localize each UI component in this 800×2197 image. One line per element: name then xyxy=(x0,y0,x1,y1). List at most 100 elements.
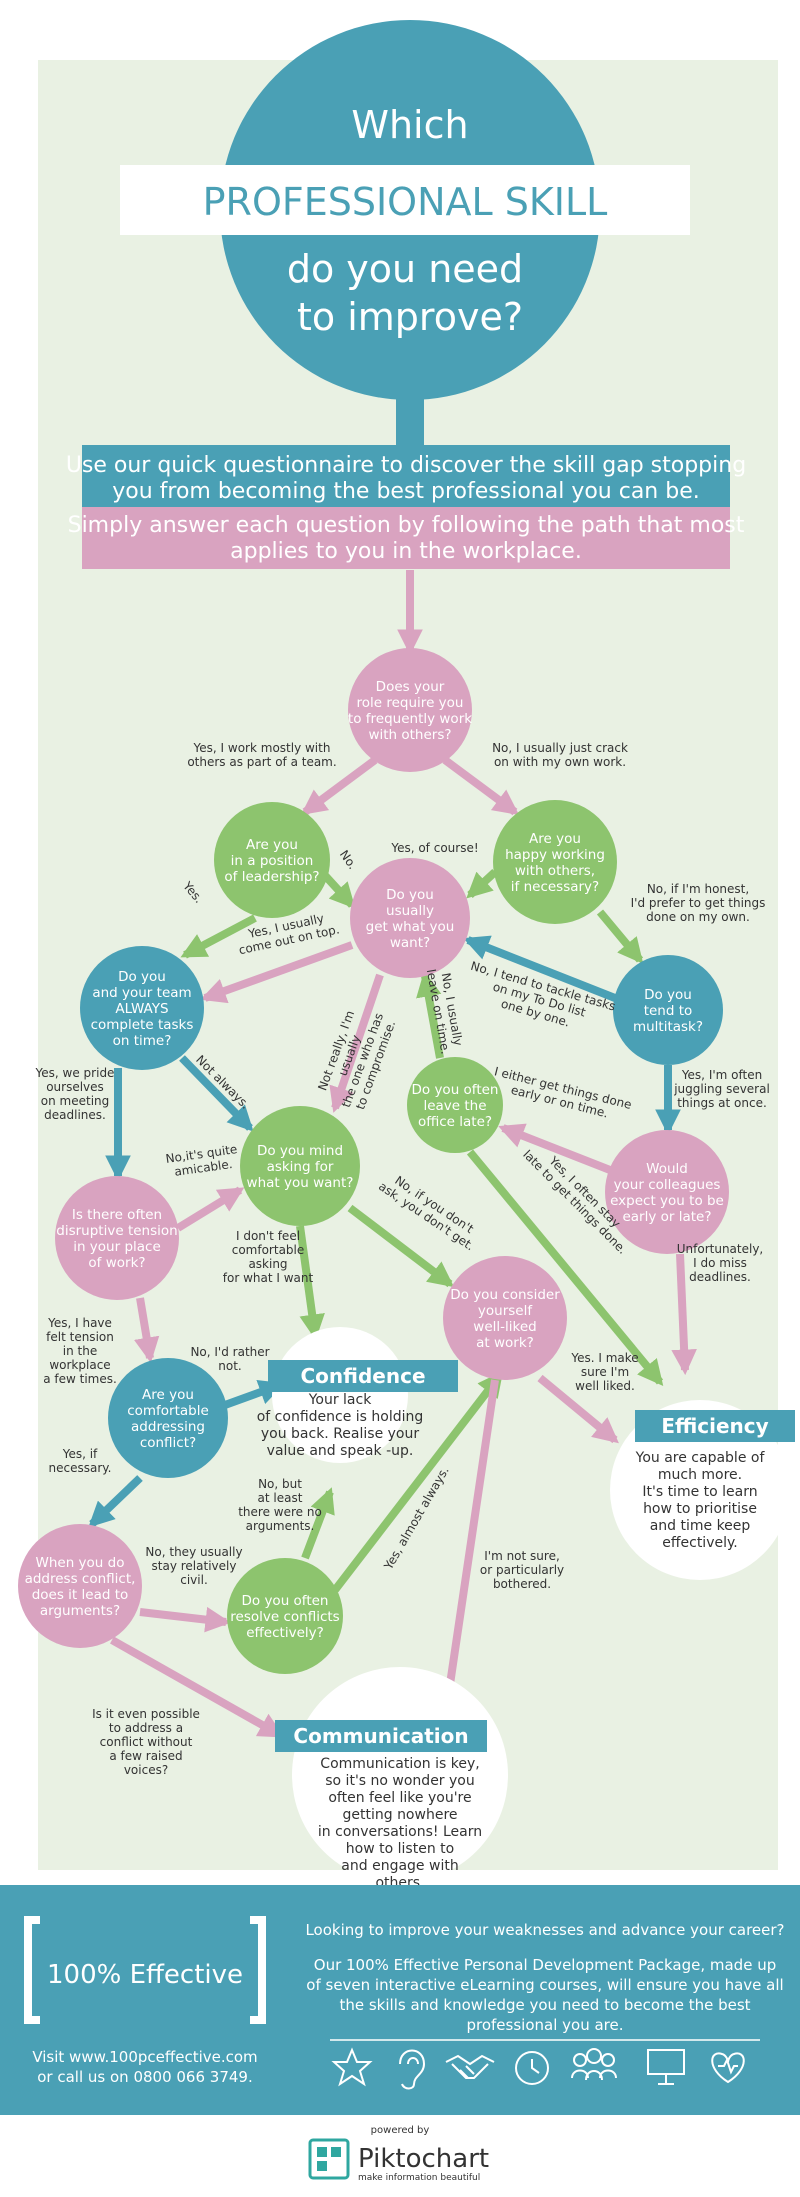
question-text: addressing xyxy=(131,1419,205,1435)
header-highlight-box xyxy=(120,165,690,235)
answer-text: Yes, we pride xyxy=(35,1066,115,1080)
result-title-banner xyxy=(635,1410,795,1442)
question-text: and your team xyxy=(92,985,191,1001)
bracket-right-icon xyxy=(250,1916,266,2024)
question-text: in your place xyxy=(73,1239,161,1255)
result-title-banner xyxy=(275,1720,487,1752)
question-text: Do you xyxy=(644,987,692,1003)
question-text: of work? xyxy=(88,1255,145,1271)
question-text: Are you xyxy=(142,1387,194,1403)
result-text: how to listen to xyxy=(346,1841,454,1857)
connector-arrow xyxy=(537,1374,619,1444)
header-line-3: do you need xyxy=(287,247,523,291)
question-text: what you want? xyxy=(247,1175,354,1191)
result-text: and time keep xyxy=(650,1518,751,1534)
connector-arrow xyxy=(347,1204,455,1288)
answer-text: Yes, I have xyxy=(47,1316,112,1330)
question-text: role require you xyxy=(357,695,464,711)
credit-name: Piktochart xyxy=(358,2144,489,2174)
answer-text: I'd prefer to get things xyxy=(631,896,766,910)
question-text: comfortable xyxy=(127,1403,209,1419)
question-text: Are you xyxy=(246,837,298,853)
intro-teal-line-2: you from becoming the best professional … xyxy=(112,479,700,504)
ear-icon xyxy=(399,2049,426,2090)
intro-pink-line-1: Simply answer each question by following… xyxy=(68,513,745,538)
answer-text: a few times. xyxy=(43,1372,117,1386)
connector-arrow xyxy=(596,909,644,964)
answer-text: things at once. xyxy=(677,1096,767,1110)
question-text: happy working xyxy=(505,847,605,863)
answer-text: on meeting xyxy=(41,1094,109,1108)
answer-text: at least xyxy=(258,1491,303,1505)
answer-text: Yes, of course! xyxy=(390,841,478,855)
presentation-icon xyxy=(647,2049,685,2085)
question-text: to frequently work xyxy=(348,711,472,727)
answer-text: I don't feel xyxy=(236,1229,300,1243)
answer-text: I do miss xyxy=(693,1256,747,1270)
answer-text: workplace xyxy=(49,1358,110,1372)
answer-text: Unfortunately, xyxy=(677,1242,764,1256)
connector-arrow xyxy=(88,1475,143,1528)
answer-text: a few raised xyxy=(109,1749,182,1763)
connector-arrow xyxy=(329,973,384,1113)
question-text: usually xyxy=(386,903,434,919)
intro-pink-line-2: applies to you in the workplace. xyxy=(230,539,582,564)
question-circle xyxy=(55,1176,179,1300)
question-text: Are you xyxy=(529,831,581,847)
connector-arrow xyxy=(498,1123,612,1174)
heart-icon xyxy=(711,2052,745,2084)
result-text: Your lack xyxy=(308,1392,373,1408)
clock-icon xyxy=(515,2051,549,2085)
question-circle xyxy=(18,1524,142,1648)
question-text: address conflict, xyxy=(25,1571,136,1587)
answer-text: No, I'd rather xyxy=(190,1345,269,1359)
question-circle xyxy=(240,1106,360,1226)
question-text: well-liked xyxy=(473,1319,536,1335)
answer-text: not. xyxy=(218,1359,241,1373)
answer-text: Yes. I make xyxy=(570,1351,638,1365)
answer-text: or particularly xyxy=(480,1563,564,1577)
answer-text: asking xyxy=(248,1257,287,1271)
star-icon xyxy=(331,2047,373,2087)
question-circle xyxy=(613,955,723,1065)
question-text: Do you often xyxy=(412,1082,499,1098)
question-text: conflict? xyxy=(140,1435,196,1451)
answer-text: there were no xyxy=(238,1505,322,1519)
question-circle xyxy=(605,1130,729,1254)
question-circle xyxy=(350,858,470,978)
footer-pitch-title: Looking to improve your weaknesses and a… xyxy=(305,1921,784,1939)
result-text: much more. xyxy=(658,1467,742,1483)
answer-text: stay relatively xyxy=(152,1559,237,1573)
answer-text: conflict without xyxy=(100,1735,193,1749)
result-circle xyxy=(610,1400,790,1580)
result-text: and engage with xyxy=(341,1858,458,1874)
connector-arrow xyxy=(180,914,257,959)
team-icon xyxy=(571,2048,617,2081)
connector-arrow xyxy=(300,756,378,816)
credit-tagline: make information beautiful xyxy=(358,2173,480,2183)
answer-text: arguments. xyxy=(246,1519,315,1533)
question-text: arguments? xyxy=(40,1603,120,1619)
answer-text: others as part of a team. xyxy=(187,755,336,769)
question-circle xyxy=(493,800,617,924)
question-text: at work? xyxy=(476,1335,534,1351)
footer-pitch-line-2: of seven interactive eLearning courses, … xyxy=(306,1976,783,1994)
question-circle xyxy=(348,648,472,772)
answer-text: sure I'm xyxy=(581,1365,629,1379)
result-text: It's time to learn xyxy=(642,1484,757,1500)
question-text: resolve conflicts xyxy=(230,1609,339,1625)
answer-text: No, but xyxy=(258,1477,302,1491)
question-text: asking for xyxy=(267,1159,334,1175)
